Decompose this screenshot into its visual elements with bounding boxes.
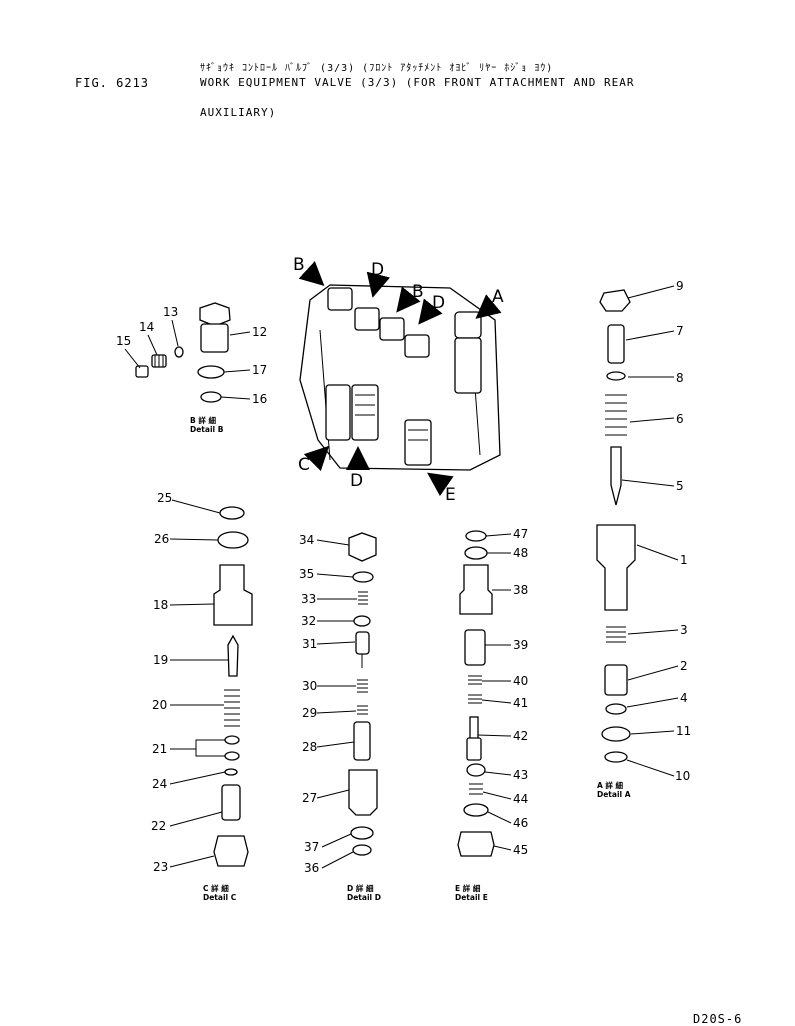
detail-a-caption: Detail A <box>597 790 631 799</box>
part-label: 31 <box>302 637 317 651</box>
part-label: 19 <box>153 653 168 667</box>
part-label: 40 <box>513 674 528 688</box>
detail-d-caption: Detail D <box>347 893 381 902</box>
part-label: 22 <box>151 819 166 833</box>
valve-assembly <box>299 284 501 471</box>
part-label: 28 <box>302 740 317 754</box>
view-letter-b1: B <box>293 255 305 275</box>
part-label: 23 <box>153 860 168 874</box>
part-label: 13 <box>163 305 178 319</box>
part-label: 16 <box>252 392 267 406</box>
part-label: 8 <box>676 371 684 385</box>
detail-c-parts <box>213 506 253 867</box>
part-label: 26 <box>154 532 169 546</box>
view-letter-d1: D <box>371 260 384 280</box>
detail-d-labels: 34 35 33 32 31 30 29 28 27 37 36 <box>299 533 319 875</box>
detail-a-caption-jp: A 詳 細 <box>597 780 624 790</box>
detail-b-leaders <box>124 319 251 400</box>
part-label: 32 <box>301 614 316 628</box>
part-label: 25 <box>157 491 172 505</box>
detail-b-parts <box>135 302 231 403</box>
part-label: 38 <box>513 583 528 597</box>
part-label: 4 <box>680 691 688 705</box>
detail-d-parts <box>348 532 378 856</box>
view-letter-a: A <box>492 287 504 307</box>
detail-e-labels: 47 48 38 39 40 41 42 43 44 46 45 <box>513 527 528 857</box>
part-label: 48 <box>513 546 528 560</box>
part-label: 1 <box>680 553 688 567</box>
part-label: 36 <box>304 861 319 875</box>
view-letter-d3: D <box>350 471 363 491</box>
part-label: 37 <box>304 840 319 854</box>
part-label: 20 <box>152 698 167 712</box>
part-label: 30 <box>302 679 317 693</box>
detail-d-leaders <box>316 539 357 869</box>
part-label: 2 <box>680 659 688 673</box>
part-label: 27 <box>302 791 317 805</box>
detail-a-labels: 9 7 8 6 5 1 3 2 4 11 10 <box>675 279 691 783</box>
part-label: 14 <box>139 320 154 334</box>
detail-b-caption: Detail B <box>190 425 224 434</box>
part-label: 21 <box>152 742 167 756</box>
part-label: 5 <box>676 479 684 493</box>
detail-c-labels: 25 26 18 19 20 21 24 22 23 <box>151 491 172 874</box>
part-label: 9 <box>676 279 684 293</box>
view-letter-b2: B <box>412 282 424 302</box>
part-label: 42 <box>513 729 528 743</box>
detail-e-leaders <box>477 533 512 851</box>
part-label: 43 <box>513 768 528 782</box>
view-letter-d2: D <box>432 293 445 313</box>
part-label: 24 <box>152 777 167 791</box>
part-label: 44 <box>513 792 528 806</box>
part-label: 17 <box>252 363 267 377</box>
part-label: 3 <box>680 623 688 637</box>
figure-number: FIG. 6213 <box>75 76 150 90</box>
page-code: D20S-6 <box>693 1012 743 1026</box>
detail-e-caption: Detail E <box>455 893 488 902</box>
part-label: 11 <box>676 724 691 738</box>
title-line-1: WORK EQUIPMENT VALVE (3/3) (FOR FRONT AT… <box>200 76 635 89</box>
part-label: 29 <box>302 706 317 720</box>
part-label: 12 <box>252 325 267 339</box>
view-arrows <box>298 260 502 497</box>
detail-b-caption-jp: B 詳 細 <box>190 415 216 425</box>
part-label: 46 <box>513 816 528 830</box>
view-letter-e: E <box>445 485 456 505</box>
title-line-2: AUXILIARY) <box>200 106 277 119</box>
part-label: 34 <box>299 533 314 547</box>
part-label: 18 <box>153 598 168 612</box>
part-label: 7 <box>676 324 684 338</box>
part-label: 45 <box>513 843 528 857</box>
detail-a-parts <box>596 289 636 763</box>
detail-e-parts <box>457 530 495 857</box>
part-label: 35 <box>299 567 314 581</box>
detail-b-labels: 13 14 15 12 17 16 <box>116 305 267 406</box>
part-label: 6 <box>676 412 684 426</box>
detail-c-caption: Detail C <box>203 893 237 902</box>
view-letter-c: C <box>298 455 310 475</box>
title-japanese: ｻｷﾞｮｳｷ ｺﾝﾄﾛｰﾙ ﾊﾞﾙﾌﾞ (3/3) (ﾌﾛﾝﾄ ｱﾀｯﾁﾒﾝﾄ … <box>200 63 554 74</box>
part-label: 41 <box>513 696 528 710</box>
detail-a-leaders <box>621 285 679 777</box>
part-label: 33 <box>301 592 316 606</box>
part-label: 39 <box>513 638 528 652</box>
part-label: 47 <box>513 527 528 541</box>
part-label: 15 <box>116 334 131 348</box>
detail-c-leaders <box>169 499 228 868</box>
detail-c-caption-jp: C 詳 細 <box>203 883 229 893</box>
detail-d-caption-jp: D 詳 細 <box>347 883 374 893</box>
part-label: 10 <box>675 769 690 783</box>
detail-e-caption-jp: E 詳 細 <box>455 883 481 893</box>
